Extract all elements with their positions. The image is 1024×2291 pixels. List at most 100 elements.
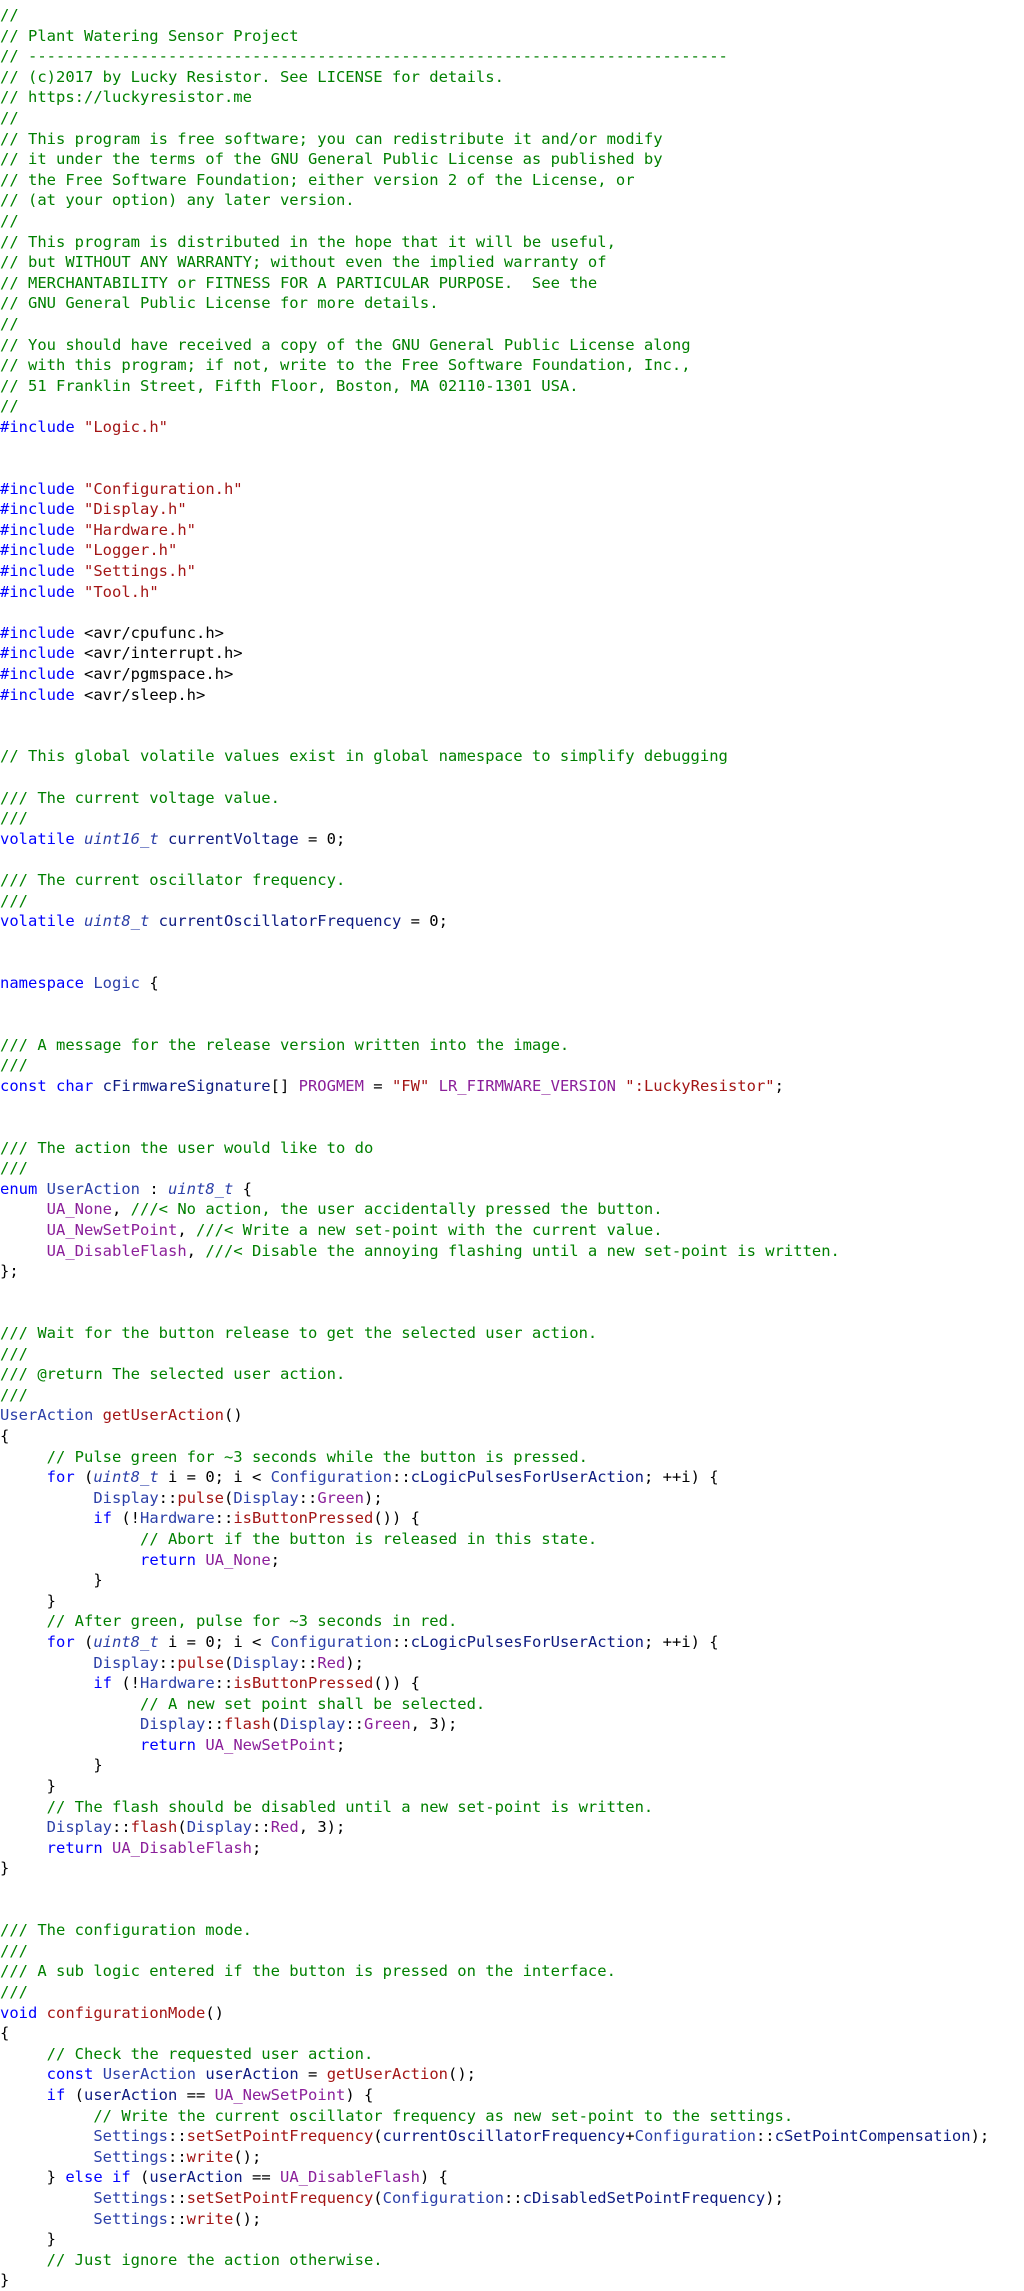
string-token: "Display.h": [84, 500, 187, 519]
code-line: // Plant Watering Sensor Project: [0, 26, 989, 47]
comment-token: // with this program; if not, write to t…: [0, 356, 691, 375]
plain-token: i = 0; i <: [158, 1632, 271, 1651]
variable-token: userAction: [84, 2085, 178, 2104]
code-line: if (!Hardware::isButtonPressed()) {: [0, 1673, 989, 1694]
comment-token: /// A sub logic entered if the button is…: [0, 1962, 616, 1981]
plain-token: [0, 1839, 47, 1857]
code-line: //: [0, 108, 989, 129]
code-line: [0, 1879, 989, 1900]
plain-token: ();: [448, 2065, 477, 2084]
plain-token: [103, 1839, 112, 1857]
comment-token: /// The current oscillator frequency.: [0, 870, 346, 889]
plain-token: }: [0, 1859, 10, 1878]
class-token: Display: [93, 1488, 159, 1507]
comment-token: ///: [0, 1385, 28, 1404]
comment-token: /// The current voltage value.: [0, 788, 280, 807]
preprocessor-token: #include: [0, 562, 84, 581]
plain-token: ::: [252, 1818, 271, 1837]
comment-token: //: [0, 397, 19, 416]
comment-token: // https://luckyresistor.me: [0, 88, 252, 107]
plain-token: [159, 830, 168, 848]
enum-token: UA_None: [46, 1200, 112, 1219]
comment-token: /// A message for the release version wr…: [0, 1035, 570, 1054]
code-line: Settings::write();: [0, 2147, 989, 2168]
plain-token: = 0;: [298, 829, 346, 848]
plain-token: [0, 1530, 140, 1548]
plain-token: ::: [158, 1653, 178, 1672]
plain-token: ,: [177, 1221, 196, 1240]
comment-token: ///: [0, 1344, 28, 1363]
code-line: }: [0, 1755, 989, 1776]
function-token: pulse: [177, 1653, 224, 1672]
code-line: // Check the requested user action.: [0, 2044, 989, 2065]
class-token: Configuration: [270, 1468, 392, 1487]
class-token: Hardware: [140, 1509, 215, 1528]
plain-token: [0, 2210, 93, 2228]
enum-token: PROGMEM: [298, 1076, 364, 1095]
enum-token: UA_None: [205, 1550, 271, 1569]
code-line: // After green, pulse for ~3 seconds in …: [0, 1611, 989, 1632]
class-token: Settings: [93, 2147, 168, 2166]
code-line: [0, 952, 989, 973]
plain-token: );: [364, 1488, 383, 1507]
code-line: return UA_DisableFlash;: [0, 1838, 989, 1859]
plain-token: [0, 2107, 93, 2125]
comment-token: // GNU General Public License for more d…: [0, 294, 439, 313]
plain-token: (): [205, 2003, 224, 2022]
comment-token: ///< Disable the annoying flashing until…: [205, 1241, 840, 1260]
plain-token: {: [0, 1426, 10, 1445]
code-line: if (!Hardware::isButtonPressed()) {: [0, 1508, 989, 1529]
function-token: flash: [223, 1715, 271, 1734]
variable-token: currentVoltage: [168, 829, 299, 848]
plain-token: ::: [214, 1509, 234, 1528]
keyword-token: volatile: [0, 912, 84, 931]
plain-token: }: [0, 2230, 56, 2249]
code-line: [0, 849, 989, 870]
code-line: [0, 602, 989, 623]
plain-token: ::: [298, 1488, 318, 1507]
code-line: UA_None, ///< No action, the user accide…: [0, 1199, 989, 1220]
comment-token: /// The configuration mode.: [0, 1921, 252, 1940]
comment-token: // This program is free software; you ca…: [0, 129, 663, 148]
plain-token: [196, 2065, 205, 2083]
code-line: #include "Tool.h": [0, 582, 989, 603]
comment-token: ///< No action, the user accidentally pr…: [130, 1200, 663, 1219]
code-line: UA_NewSetPoint, ///< Write a new set-poi…: [0, 1220, 989, 1241]
plain-token: (: [65, 2085, 85, 2104]
code-line: /// The configuration mode.: [0, 1920, 989, 1941]
plain-token: [196, 1551, 205, 1569]
variable-token: currentOscillatorFrequency: [158, 912, 402, 931]
function-token: getUserAction: [102, 1406, 224, 1425]
code-line: [0, 705, 989, 726]
variable-token: cLogicPulsesForUserAction: [410, 1468, 644, 1487]
enum-token: Green: [317, 1488, 365, 1507]
plain-token: ; ++i) {: [643, 1632, 719, 1651]
comment-token: ///: [0, 891, 28, 910]
plain-token: =: [363, 1076, 392, 1095]
preprocessor-token: #include: [0, 582, 84, 601]
plain-token: ; ++i) {: [643, 1468, 719, 1487]
plain-token: }: [0, 1756, 103, 1775]
code-line: // -------------------------------------…: [0, 46, 989, 67]
code-line: }: [0, 1776, 989, 1797]
class-token: Configuration: [382, 2188, 504, 2207]
function-token: pulse: [177, 1488, 224, 1507]
class-token: Settings: [93, 2209, 168, 2228]
code-line: Settings::setSetPointFrequency(Configura…: [0, 2188, 989, 2209]
code-line: //: [0, 211, 989, 232]
plain-token: [0, 1798, 47, 1816]
code-line: }: [0, 2270, 989, 2291]
code-line: /// Wait for the button release to get t…: [0, 1323, 989, 1344]
code-line: }: [0, 1591, 989, 1612]
comment-token: //: [0, 6, 19, 24]
keyword-token: void: [0, 2003, 38, 2022]
plain-token: ();: [233, 2209, 262, 2228]
plain-token: <avr/cpufunc.h>: [84, 623, 224, 642]
code-line: Settings::setSetPointFrequency(currentOs…: [0, 2126, 989, 2147]
plain-token: (: [373, 2127, 383, 2146]
string-token: "Configuration.h": [84, 479, 243, 498]
code-line: const UserAction userAction = getUserAct…: [0, 2064, 989, 2085]
plain-token: );: [345, 1653, 365, 1672]
preprocessor-token: #include: [0, 500, 84, 519]
code-line: // but WITHOUT ANY WARRANTY; without eve…: [0, 252, 989, 273]
